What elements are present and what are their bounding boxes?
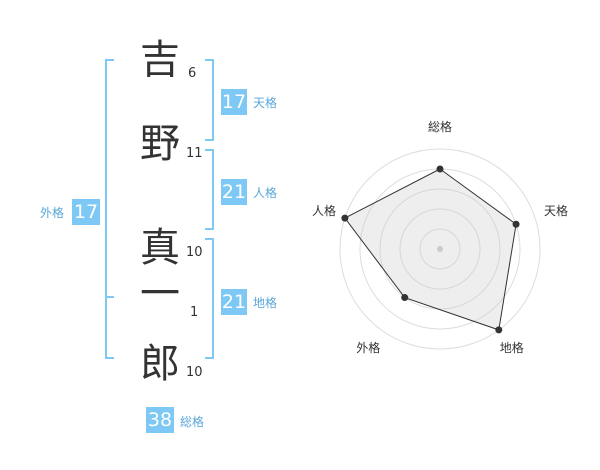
soukaku-label: 総格 — [180, 415, 205, 429]
jinkaku-label: 人格 — [253, 186, 278, 200]
radar-center-dot — [437, 246, 443, 252]
chikaku-value: 21 — [221, 289, 247, 315]
radar-point-5 — [341, 214, 349, 222]
radar-point-2 — [512, 220, 520, 228]
radar-axis-label-2: 天格 — [544, 204, 569, 219]
radar-axis-label-5: 人格 — [311, 204, 336, 219]
jinkaku-bracket — [205, 149, 214, 230]
name-char-3-strokes: 10 — [186, 245, 203, 260]
chikaku-bracket — [205, 238, 214, 359]
name-char-2: 野 — [140, 121, 180, 167]
name-char-2-strokes: 11 — [186, 146, 203, 161]
name-char-5: 郎 — [140, 341, 180, 387]
radar-axis-label-3: 地格 — [499, 340, 524, 355]
gaikaku-value: 17 — [72, 199, 100, 225]
name-char-4: 一 — [140, 271, 180, 317]
radar-series-area — [344, 168, 517, 331]
tenkaku-bracket — [205, 59, 214, 141]
tenkaku-value: 17 — [221, 89, 247, 115]
radar-axis-label-1: 総格 — [428, 120, 453, 134]
jinkaku-value: 21 — [221, 179, 247, 205]
name-char-1-strokes: 6 — [188, 66, 197, 81]
name-char-3: 真 — [140, 225, 180, 271]
radar-grid-ring — [419, 228, 461, 270]
name-char-4-strokes: 1 — [190, 305, 199, 320]
name-char-1: 吉 — [140, 37, 180, 83]
radar-axis-label-4: 外格 — [356, 340, 381, 355]
soukaku-value: 38 — [146, 407, 174, 433]
radar-point-3 — [495, 326, 503, 334]
tenkaku-label: 天格 — [253, 96, 278, 110]
radar-point-4 — [401, 294, 409, 302]
radar-grid-ring — [399, 208, 481, 290]
name-char-5-strokes: 10 — [186, 365, 203, 380]
gaikaku-label: 外格 — [40, 206, 65, 220]
radar-grid-ring — [379, 188, 501, 310]
radar-point-1 — [436, 165, 444, 173]
chikaku-label: 地格 — [253, 296, 278, 310]
gaikaku-bracket — [105, 59, 114, 359]
radar-grid-ring — [339, 148, 541, 350]
